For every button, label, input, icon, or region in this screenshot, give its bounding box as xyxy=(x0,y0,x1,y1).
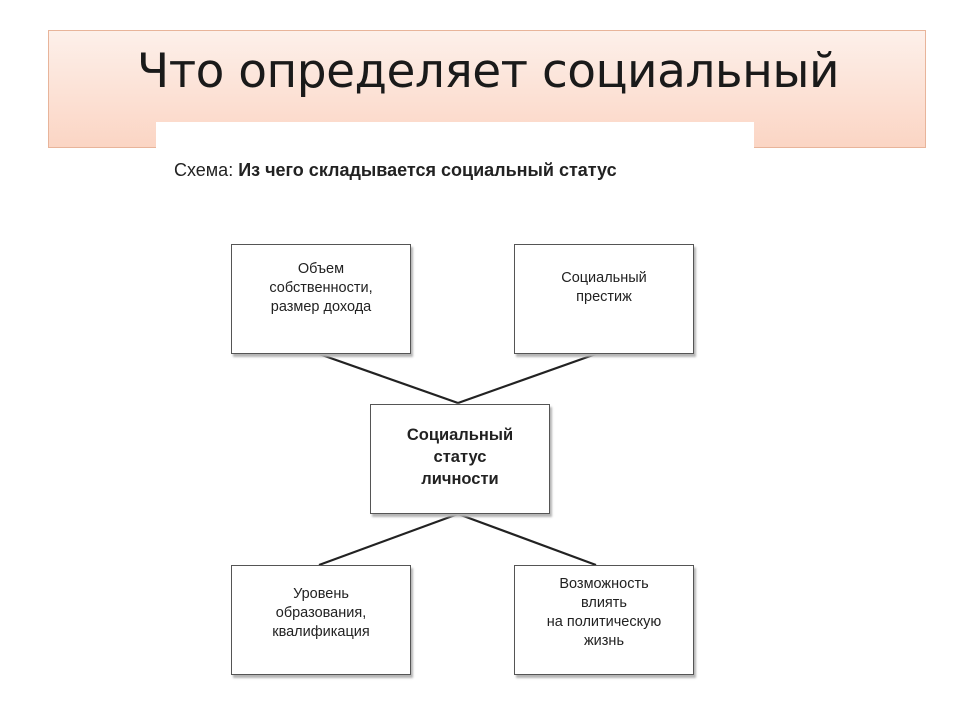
node-social-prestige-label: Социальный престиж xyxy=(561,270,647,305)
diagram-picture: Схема: Из чего складывается социальный с… xyxy=(156,122,754,712)
node-property-income: Объем собственности, размер дохода xyxy=(231,244,411,354)
slide-title: Что определяет социальный xyxy=(136,44,840,99)
node-social-prestige: Социальный престиж xyxy=(514,244,694,354)
node-social-status: Социальный статус личности xyxy=(370,404,550,514)
node-social-status-label: Социальный статус личности xyxy=(406,426,514,488)
diagram-caption: Схема: Из чего складывается социальный с… xyxy=(174,160,617,181)
node-property-income-label: Объем собственности, размер дохода xyxy=(269,260,373,315)
node-political-influence-label: Возможность влиять на политическую жизнь xyxy=(546,576,662,649)
connector-status-politics xyxy=(457,512,597,567)
caption-title: Из чего складывается социальный статус xyxy=(238,160,617,180)
caption-prefix: Схема: xyxy=(174,160,239,180)
node-political-influence: Возможность влиять на политическую жизнь xyxy=(514,565,694,675)
connector-status-education xyxy=(318,512,459,567)
connector-property-status xyxy=(318,352,459,405)
connector-prestige-status xyxy=(457,352,597,405)
node-education-qualification-label: Уровень образования, квалификация xyxy=(272,585,370,640)
node-education-qualification: Уровень образования, квалификация xyxy=(231,565,411,675)
connector-lines xyxy=(318,352,597,567)
